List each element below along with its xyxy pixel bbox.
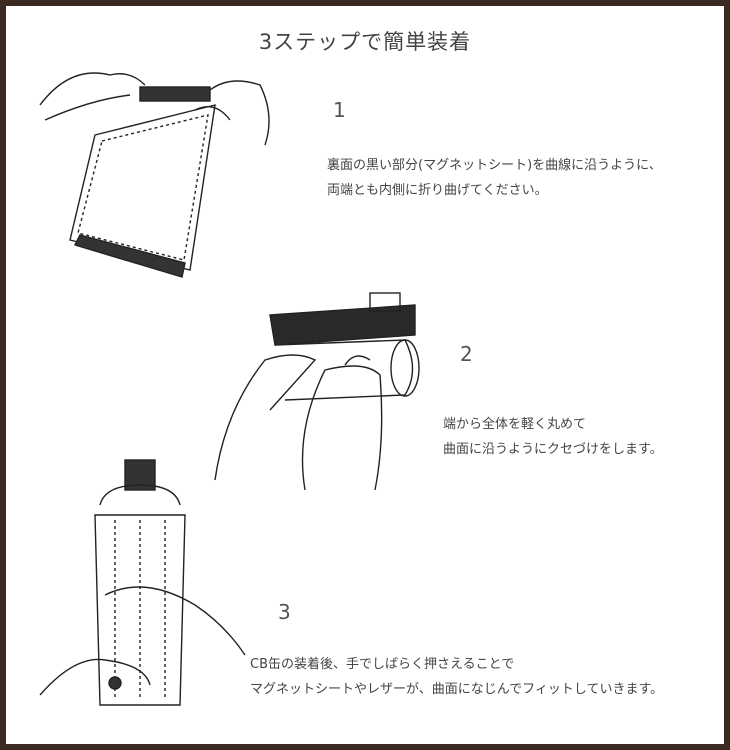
step-3-text-line-2: マグネットシートやレザーが、曲面になじんでフィットしていきます。: [250, 682, 664, 697]
page-title: 3ステップで簡単装着: [258, 30, 472, 54]
step-3-text-line-1: CB缶の装着後、手でしばらく押さえることで: [250, 657, 515, 672]
step-2-number: 2: [460, 342, 473, 366]
step-3-number: 3: [278, 600, 291, 624]
step-2-text-line-2: 曲面に沿うようにクセづけをします。: [443, 442, 663, 457]
step-1-text-line-2: 両端とも内側に折り曲げてください。: [327, 183, 548, 198]
step-2-illustration: [214, 292, 420, 491]
step-1-number: 1: [333, 98, 346, 122]
step-1-text-line-1: 裏面の黒い部分(マグネットシート)を曲線に沿うように、: [327, 158, 662, 173]
step-3-illustration: [39, 459, 246, 706]
step-2-text-line-1: 端から全体を軽く丸めて: [443, 417, 587, 432]
step-1-illustration: [39, 72, 270, 278]
